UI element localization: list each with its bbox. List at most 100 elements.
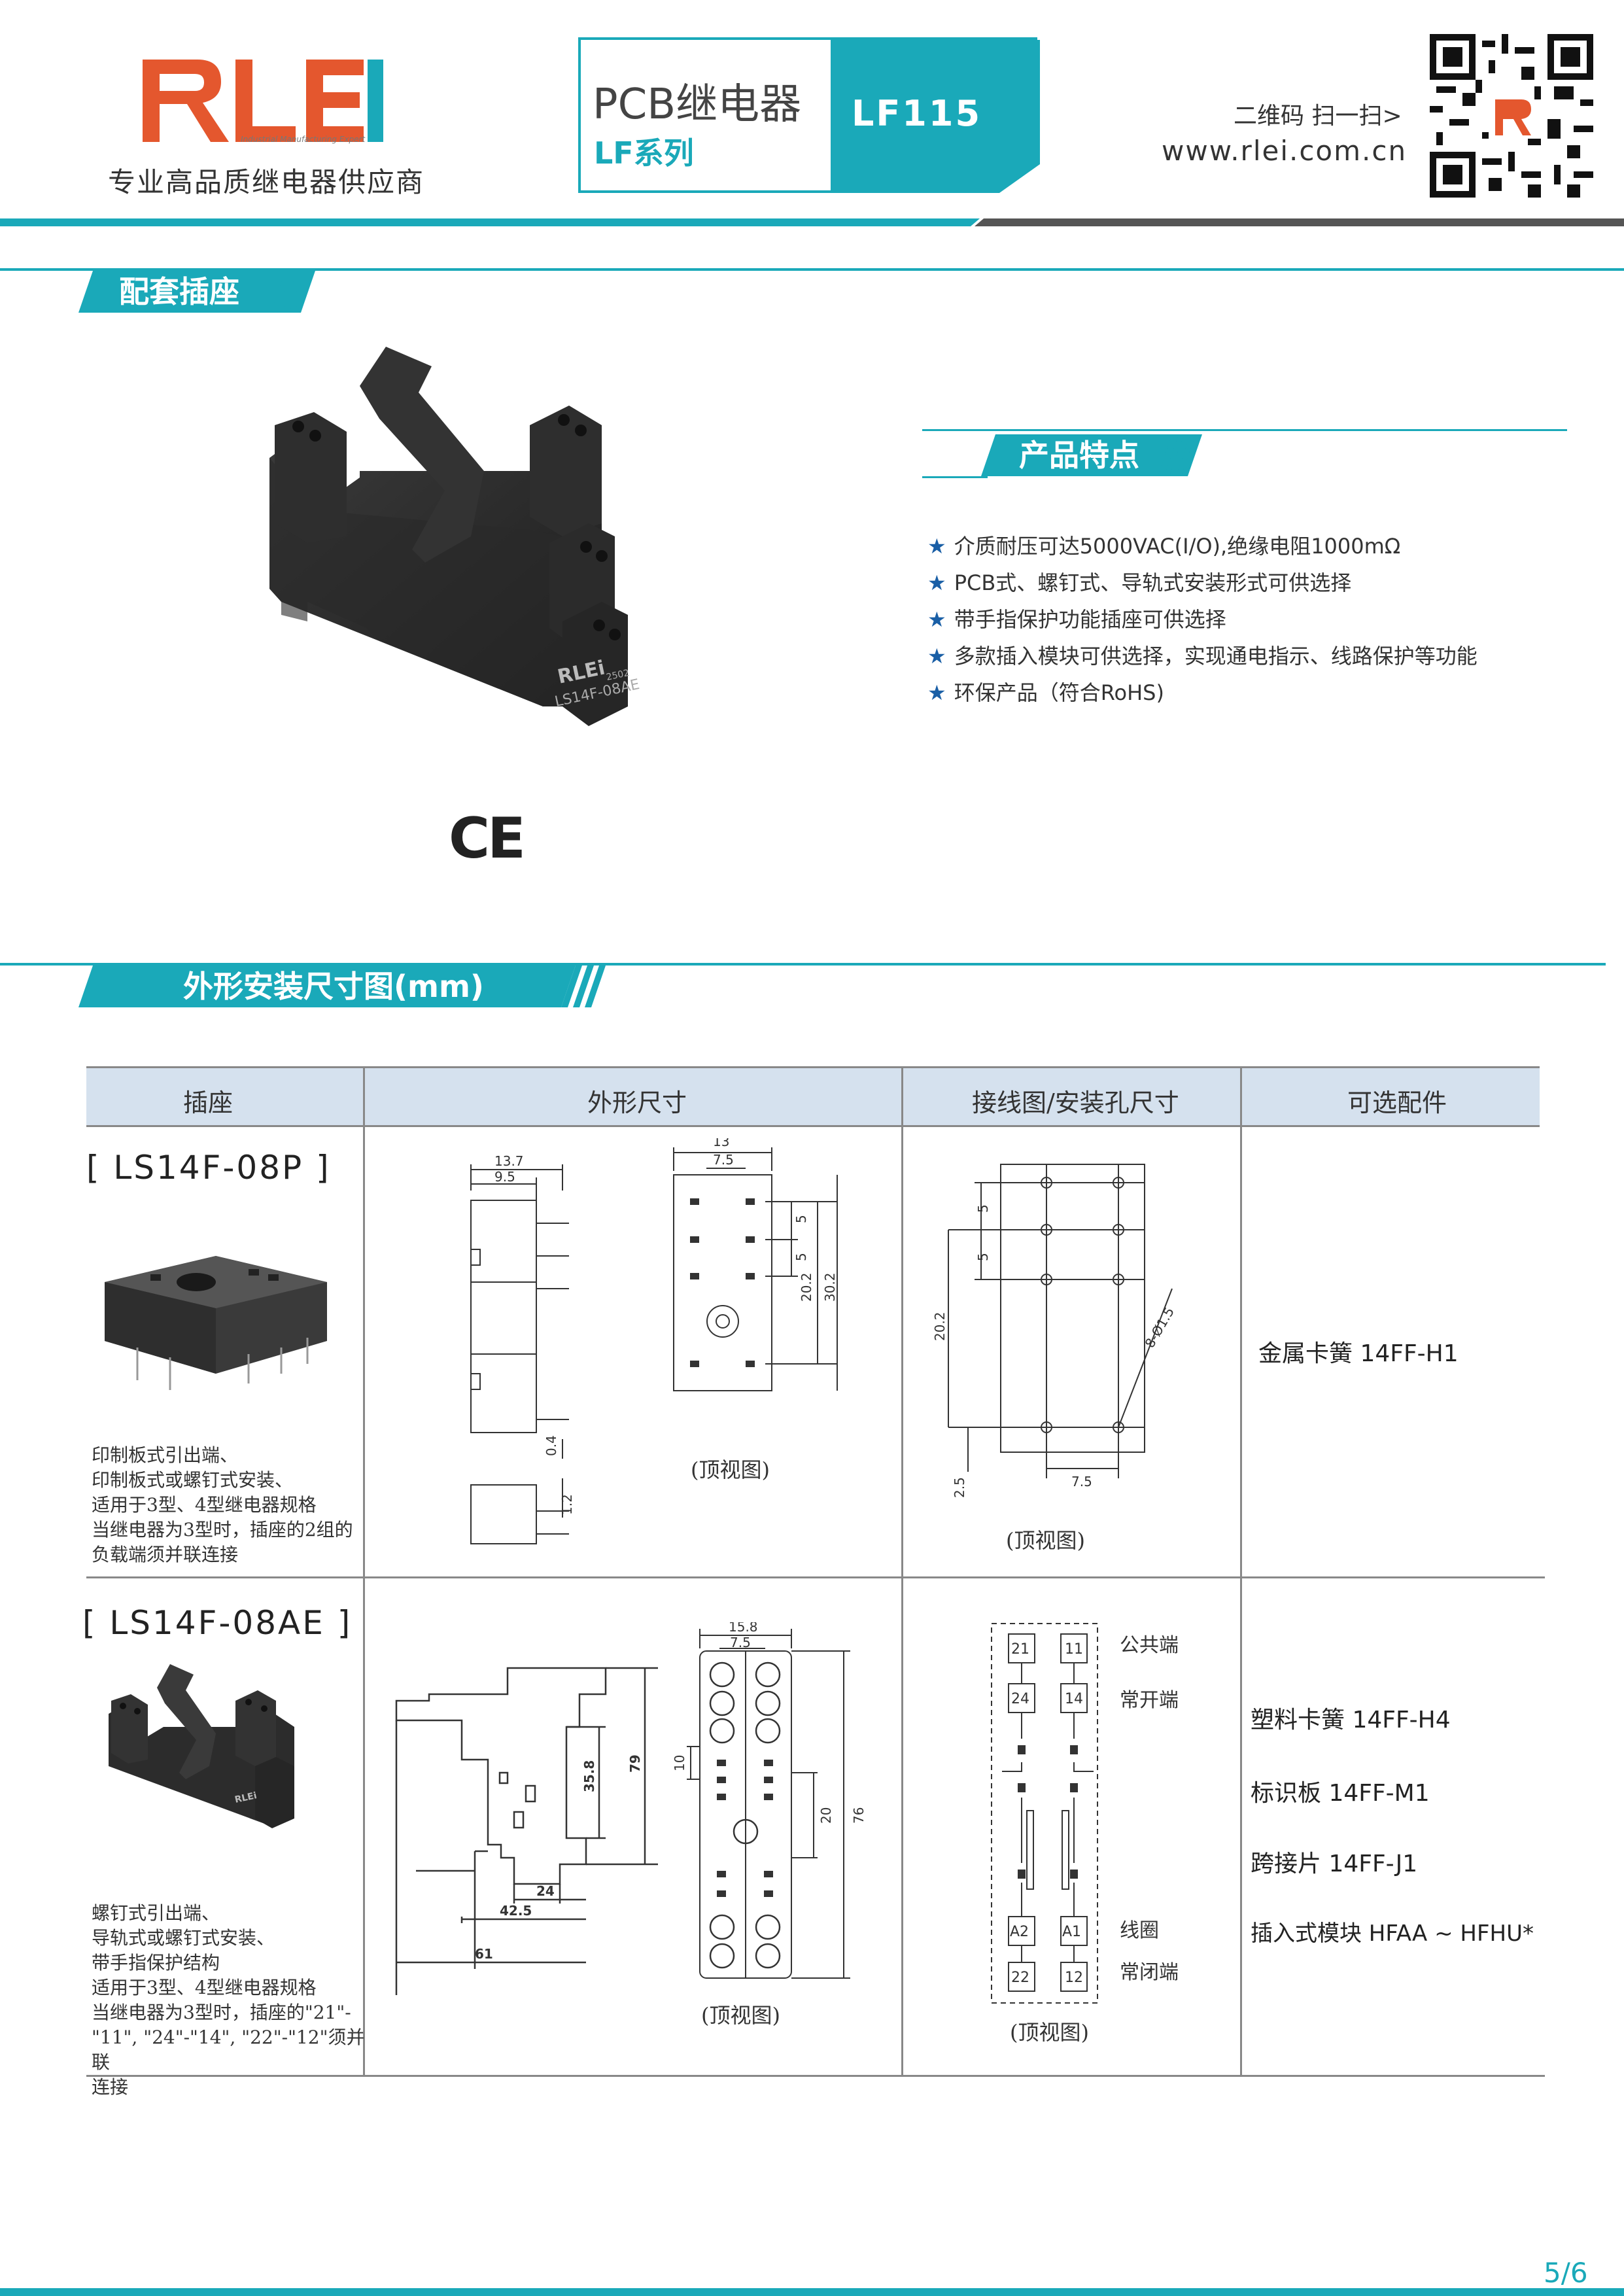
- star-icon: ★: [927, 534, 946, 559]
- wiring-label-coil: 线圈: [1120, 1919, 1159, 1942]
- row1-model: [ LS14F-08P ]: [86, 1149, 331, 1187]
- table-header-socket: 插座: [183, 1088, 233, 1117]
- pin-label: 12: [1065, 1970, 1083, 1986]
- section-features-underline: [922, 476, 988, 478]
- row2-top-view-caption: (顶视图): [701, 2003, 780, 2028]
- row2-top-view-drawing: 15.8 7.5 10 20 76: [661, 1619, 876, 1989]
- row2-side-view-drawing: 35.8 79 24 42.5 61: [390, 1655, 665, 1995]
- dim-label: 35.8: [581, 1760, 597, 1792]
- pin-label: A2: [1010, 1924, 1029, 1940]
- dim-label: 5: [793, 1215, 809, 1223]
- dim-label: 7.5: [713, 1152, 734, 1168]
- dim-label: 9.5: [494, 1169, 515, 1185]
- tagline: 专业高品质继电器供应商: [108, 166, 425, 198]
- dim-label: 42.5: [500, 1903, 532, 1919]
- wiring-label: 8-Ø1.5: [1142, 1304, 1178, 1350]
- logo-subtitle: Industrial Manufacturing Expert: [241, 135, 366, 144]
- row2-description: 螺钉式引出端、 导轨式或螺钉式安装、 带手指保护结构 适用于3型、4型继电器规格…: [92, 1902, 365, 2098]
- wiring-label: 2.5: [952, 1477, 967, 1498]
- dim-label: 24: [536, 1883, 555, 1899]
- row1-socket-photo: [98, 1243, 334, 1393]
- section-dims-line: [0, 963, 1606, 965]
- row2-accessory: 塑料卡簧 14FF-H4: [1251, 1707, 1451, 1733]
- dim-label: 30.2: [822, 1272, 838, 1302]
- row1-description: 印制板式引出端、 印制板式或螺钉式安装、 适用于3型、4型继电器规格 当继电器为…: [92, 1444, 353, 1565]
- title-main: PCB继电器: [593, 80, 802, 129]
- row1-top-view-caption: (顶视图): [691, 1457, 770, 1482]
- star-icon: ★: [927, 607, 946, 632]
- table-header-wiring: 接线图/安装孔尺寸: [972, 1088, 1179, 1117]
- footer-rule: [0, 2288, 1624, 2296]
- website-url[interactable]: www.rlei.com.cn: [1162, 135, 1408, 167]
- dim-label: 5: [793, 1253, 809, 1261]
- dim-label: 79: [627, 1754, 643, 1773]
- dim-label: 61: [475, 1946, 493, 1962]
- wiring-label: 7.5: [1071, 1474, 1092, 1489]
- dim-label: 76: [851, 1807, 867, 1824]
- table-col-divider: [901, 1068, 903, 2075]
- pin-label: A1: [1062, 1924, 1081, 1940]
- table-header-row: [86, 1068, 1540, 1125]
- table-col-divider: [1240, 1068, 1242, 2075]
- pin-label: 14: [1065, 1691, 1083, 1707]
- socket-photo: RLEi 2502 LS14F-08AE: [262, 340, 719, 785]
- wiring-label: 5: [975, 1204, 991, 1213]
- feature-item: ★介质耐压可达5000VAC(I/O),绝缘电阻1000mΩ: [927, 534, 1401, 559]
- row2-model: [ LS14F-08AE ]: [82, 1604, 353, 1642]
- feature-item: ★带手指保护功能插座可供选择: [927, 607, 1226, 632]
- table-bottom-border: [86, 2075, 1545, 2077]
- dim-label: 13.7: [494, 1153, 524, 1169]
- row1-top-view-drawing: 13 7.5 5 5 20.2 30.2: [661, 1134, 857, 1439]
- page-number: 5/6: [1544, 2257, 1588, 2289]
- dim-label: 0.4: [544, 1435, 559, 1456]
- section-socket-line: [0, 268, 1624, 271]
- section-features-slashes: [1158, 434, 1203, 476]
- qr-scan-text: 二维码 扫一扫>: [1234, 103, 1402, 130]
- wiring-label: 5: [975, 1253, 991, 1261]
- table-header-border: [86, 1125, 1540, 1127]
- feature-item: ★环保产品（符合RoHS): [927, 680, 1164, 705]
- row2-accessory: 跨接片 14FF-J1: [1251, 1851, 1418, 1877]
- title-corner-cut: [999, 164, 1040, 193]
- wiring-label-common: 公共端: [1120, 1634, 1179, 1657]
- star-icon: ★: [927, 644, 946, 669]
- dim-label: 20: [818, 1807, 834, 1824]
- header-rule-teal: [0, 218, 980, 226]
- logo: [137, 56, 386, 154]
- header-rule-gray: [975, 218, 1624, 226]
- dim-label: 20.2: [799, 1272, 814, 1302]
- row2-wiring-drawing: 21 11 24 14 A2 A1 22 12: [989, 1621, 1100, 2007]
- row2-socket-photo: RLEi: [105, 1661, 301, 1832]
- table-top-border: [86, 1066, 1540, 1068]
- title-model: LF115: [852, 93, 982, 134]
- table-header-dimensions: 外形尺寸: [587, 1088, 687, 1117]
- dim-label: 15.8: [729, 1622, 758, 1635]
- dim-label: 13: [713, 1138, 729, 1149]
- dim-label: 7.5: [730, 1635, 751, 1650]
- wiring-label-no: 常开端: [1120, 1689, 1179, 1712]
- section-dims-slashes: [561, 965, 607, 1007]
- row1-accessory: 金属卡簧 14FF-H1: [1258, 1340, 1459, 1367]
- svg-text:RLEi: RLEi: [234, 1790, 258, 1805]
- section-socket-slashes: [271, 271, 317, 313]
- row2-accessory: 标识板 14FF-M1: [1251, 1780, 1430, 1807]
- pin-label: 21: [1011, 1641, 1029, 1658]
- section-features-line: [922, 429, 1567, 431]
- table-col-divider: [363, 1068, 365, 2075]
- star-icon: ★: [927, 680, 946, 705]
- title-box: [578, 37, 1040, 193]
- dim-label: 1.2: [559, 1494, 575, 1515]
- star-icon: ★: [927, 570, 946, 595]
- title-series: LF系列: [594, 135, 694, 171]
- wiring-label-nc: 常闭端: [1120, 1961, 1179, 1984]
- dim-label: 10: [672, 1755, 687, 1771]
- qr-code-icon[interactable]: [1430, 34, 1593, 198]
- row2-accessory: 插入式模块 HFAA ~ HFHU*: [1251, 1921, 1534, 1947]
- section-dims-title: 外形安装尺寸图(mm): [78, 965, 576, 1007]
- feature-item: ★多款插入模块可供选择，实现通电指示、线路保护等功能: [927, 644, 1477, 669]
- pin-label: 11: [1065, 1641, 1083, 1658]
- wiring-label: 20.2: [932, 1312, 948, 1341]
- row1-side-view-drawing: 13.7 9.5 0.4 1.2: [458, 1151, 608, 1570]
- row1-wiring-drawing: 5 5 20.2 8-Ø1.5 2.5 7.5: [929, 1158, 1230, 1498]
- feature-item: ★PCB式、螺钉式、导轨式安装形式可供选择: [927, 570, 1352, 595]
